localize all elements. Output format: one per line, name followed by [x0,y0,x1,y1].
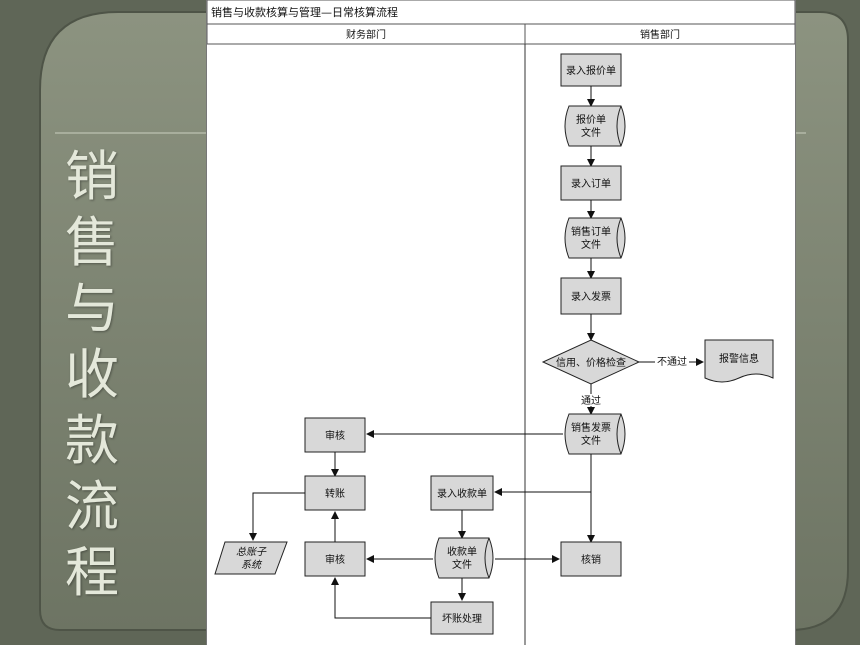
process-enter-order: 录入订单 [560,165,622,201]
quote-doc-label-2: 文件 [581,126,601,139]
decision-credit-price-check: 信用、价格检查 [541,339,641,385]
ledger-label-2: 系统 [241,559,263,571]
check-label: 信用、价格检查 [556,356,626,369]
enter-quote-label: 录入报价单 [566,64,616,77]
side-title-char: 销 [65,145,119,208]
order-doc-label-2: 文件 [581,238,601,251]
audit-bottom-label: 审核 [325,553,345,566]
lane-header-sales: 销售部门 [640,28,680,41]
flowchart: 销售与收款核算与管理—日常核算流程 财务部门 销售部门 录入报价单 报价单 文件… [207,0,795,645]
process-audit-bottom: 审核 [304,541,366,577]
process-enter-invoice: 录入发票 [560,277,622,315]
bad-debt-label: 坏账处理 [442,613,482,625]
flowchart-sheet: 销售与收款核算与管理—日常核算流程 财务部门 销售部门 录入报价单 报价单 文件… [206,0,796,645]
side-title-char: 款 [65,409,119,472]
process-enter-quote: 录入报价单 [560,53,622,87]
process-bad-debt: 坏账处理 [430,601,494,635]
process-writeoff: 核销 [560,541,622,577]
receipt-doc-label-1: 收款单 [447,545,477,558]
doc-alert-info: 报警信息 [704,339,774,383]
doc-sales-invoice-file: 销售发票 文件 [564,413,626,455]
invoice-doc-label-1: 销售发票 [571,421,611,434]
side-title-char: 与 [65,277,119,340]
quote-doc-label-1: 报价单 [576,113,606,126]
diagram-title: 销售与收款核算与管理—日常核算流程 [211,5,398,19]
enter-order-label: 录入订单 [571,178,611,190]
transfer-label: 转账 [325,487,345,500]
process-enter-receipt: 录入收款单 [430,475,494,511]
process-transfer: 转账 [304,475,366,511]
side-title-char: 售 [65,211,119,274]
doc-receipt-file: 收款单 文件 [434,537,494,579]
order-doc-label-1: 销售订单 [571,225,611,238]
doc-quote-file: 报价单 文件 [564,105,626,147]
side-title-char: 流 [65,475,119,538]
alert-label: 报警信息 [719,352,759,365]
side-title-char: 程 [65,541,119,604]
receipt-doc-label-2: 文件 [452,558,472,571]
ledger-label-1: 总账子 [236,546,267,558]
process-audit-top: 审核 [304,417,366,453]
writeoff-label: 核销 [581,553,601,566]
enter-receipt-label: 录入收款单 [437,487,487,500]
invoice-doc-label-2: 文件 [581,434,601,447]
side-title: 销 售 与 收 款 流 程 [62,144,122,606]
io-general-ledger: 总账子 系统 [214,541,288,575]
side-title-char: 收 [65,343,119,406]
reject-label: 不通过 [657,355,687,368]
enter-invoice-label: 录入发票 [571,290,611,303]
lane-header-finance: 财务部门 [346,28,386,41]
doc-sales-order-file: 销售订单 文件 [564,217,626,259]
pass-label: 通过 [581,394,601,407]
audit-top-label: 审核 [325,429,345,442]
